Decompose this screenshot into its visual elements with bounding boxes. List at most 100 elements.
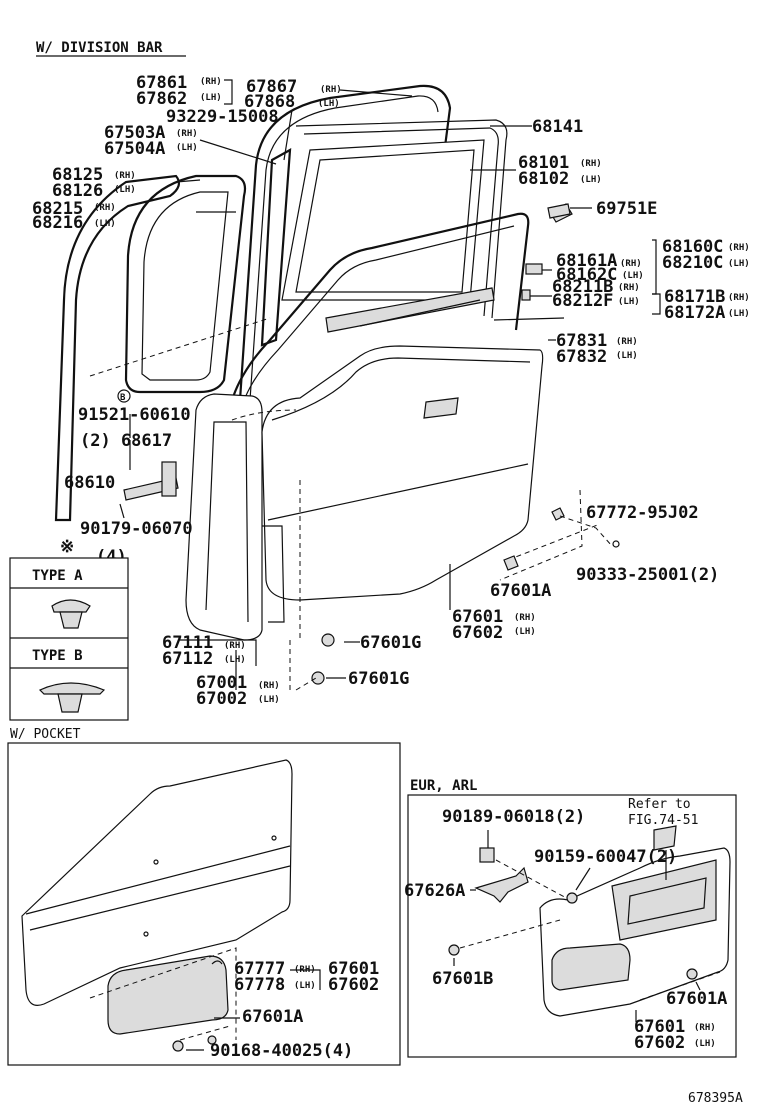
label-eur-67602-sub: (LH) [694, 1039, 716, 1049]
label-67503-sub: (RH) [176, 129, 198, 139]
label-67601a-top: 67601A [490, 581, 551, 601]
label-68171-sub: (RH) [728, 293, 750, 303]
label-67002-sub: (LH) [258, 695, 280, 705]
label-68102: 68102 [518, 169, 569, 189]
leader-lines [129, 79, 661, 690]
label-67602-sub: (LH) [514, 627, 536, 637]
label-67831-sub: (RH) [616, 337, 638, 347]
label-67001: 67001 [196, 673, 247, 693]
label-68210-sub: (LH) [728, 259, 750, 269]
label-68211: 68211B [552, 277, 613, 297]
label-67861-sub: (RH) [200, 77, 222, 87]
label-67111-sub: (RH) [224, 641, 246, 651]
label-90333: 90333-25001(2) [576, 565, 719, 585]
label-67001-sub: (RH) [258, 681, 280, 691]
door-frame-drawing: B [54, 84, 620, 691]
label-68102-sub: (LH) [580, 175, 602, 185]
label-67601: 67601 [452, 607, 503, 627]
label-90179: 90179-06070 [80, 519, 193, 539]
label-68125: 68125 [52, 165, 103, 185]
label-68172-sub: (LH) [728, 309, 750, 319]
label-67832: 67832 [556, 347, 607, 367]
label-67861: 67861 [136, 73, 187, 93]
label-68617: (2) 68617 [80, 431, 172, 451]
label-eur-refer-2: FIG.74-51 [628, 813, 698, 828]
label-67831: 67831 [556, 331, 607, 351]
label-67862-sub: (LH) [200, 93, 222, 103]
label-67867: 67867 [246, 77, 297, 97]
label-eur-refer-1: Refer to [628, 797, 691, 812]
label-pocket-67601: 67601 [328, 959, 379, 979]
header-pocket: W/ POCKET [10, 727, 81, 742]
label-68171: 68171B [664, 287, 725, 307]
label-pocket-90168: 90168-40025(4) [210, 1041, 353, 1061]
label-68215: 68215 [32, 199, 83, 219]
label-67503: 67503A [104, 123, 165, 143]
clip-type-legend: ※ (4) TYPE A TYPE B [9, 537, 129, 721]
label-67601g-2: 67601G [348, 669, 409, 689]
figure-code: 678395A [688, 1091, 743, 1106]
top-labels: 67861 (RH) 67862 (LH) 67867 (RH) 67868 (… [32, 73, 750, 709]
label-68125-sub: (RH) [114, 171, 136, 181]
type-b-label: TYPE B [32, 648, 83, 664]
label-68212-sub: (LH) [618, 297, 640, 307]
label-69751: 69751E [596, 199, 657, 219]
label-eur-67601a: 67601A [666, 989, 727, 1009]
label-68212: 68212F [552, 291, 613, 311]
label-pocket-67777: 67777 [234, 959, 285, 979]
label-68210: 68210C [662, 253, 723, 273]
asterisk-mark: ※ [60, 537, 74, 557]
label-67868: 67868 [244, 92, 295, 112]
label-pocket-67777-sub: (RH) [294, 965, 316, 975]
label-68126: 68126 [52, 181, 103, 201]
label-eur-90159: 90159-60047(2) [534, 847, 677, 867]
label-91521: 91521-60610 [78, 405, 191, 425]
label-67602: 67602 [452, 623, 503, 643]
label-eur-67626: 67626A [404, 881, 465, 901]
label-68162: 68162C [556, 265, 617, 285]
header-eur: EUR, ARL [410, 778, 477, 794]
label-67772: 67772-95J02 [586, 503, 699, 523]
label-68162-sub: (LH) [622, 271, 644, 281]
label-eur-67602: 67602 [634, 1033, 685, 1053]
label-93229: 93229-15008 [166, 107, 279, 127]
label-68160: 68160C [662, 237, 723, 257]
label-67112: 67112 [162, 649, 213, 669]
label-pocket-67601a: 67601A [242, 1007, 303, 1027]
label-67867-sub: (RH) [320, 85, 342, 95]
label-67862: 67862 [136, 89, 187, 109]
label-68172: 68172A [664, 303, 725, 323]
label-68216: 68216 [32, 213, 83, 233]
type-b-clip-icon [38, 682, 106, 713]
eur-section: EUR, ARL 90189-06018(2) Refer to FIG.74-… [404, 778, 737, 1058]
label-67832-sub: (LH) [616, 351, 638, 361]
label-eur-67601b: 67601B [432, 969, 493, 989]
label-pocket-67778-sub: (LH) [294, 981, 316, 991]
label-68160-sub: (RH) [728, 243, 750, 253]
label-67868-sub: (LH) [318, 99, 340, 109]
label-68101-sub: (RH) [580, 159, 602, 169]
label-pocket-67778: 67778 [234, 975, 285, 995]
label-68211-sub: (RH) [618, 283, 640, 293]
label-67002: 67002 [196, 689, 247, 709]
label-67601-sub: (RH) [514, 613, 536, 623]
label-eur-67601-sub: (RH) [694, 1023, 716, 1033]
label-68126-sub: (LH) [114, 185, 136, 195]
label-68215-sub: (RH) [94, 203, 116, 213]
pocket-section: W/ POCKET 67777 (RH) 67778 (LH) 67601 67… [7, 727, 401, 1066]
header-division-bar: W/ DIVISION BAR [36, 40, 163, 56]
label-68216-sub: (LH) [94, 219, 116, 229]
label-67601g-1: 67601G [360, 633, 421, 653]
label-67504: 67504A [104, 139, 165, 159]
label-68161: 68161A [556, 251, 617, 271]
label-68101: 68101 [518, 153, 569, 173]
type-a-clip-icon [51, 599, 91, 629]
circle-b-label: B [120, 393, 126, 403]
label-eur-90189: 90189-06018(2) [442, 807, 585, 827]
label-68161-sub: (RH) [620, 259, 642, 269]
type-a-label: TYPE A [32, 568, 83, 584]
label-67504-sub: (LH) [176, 143, 198, 153]
label-68141: 68141 [532, 117, 583, 137]
